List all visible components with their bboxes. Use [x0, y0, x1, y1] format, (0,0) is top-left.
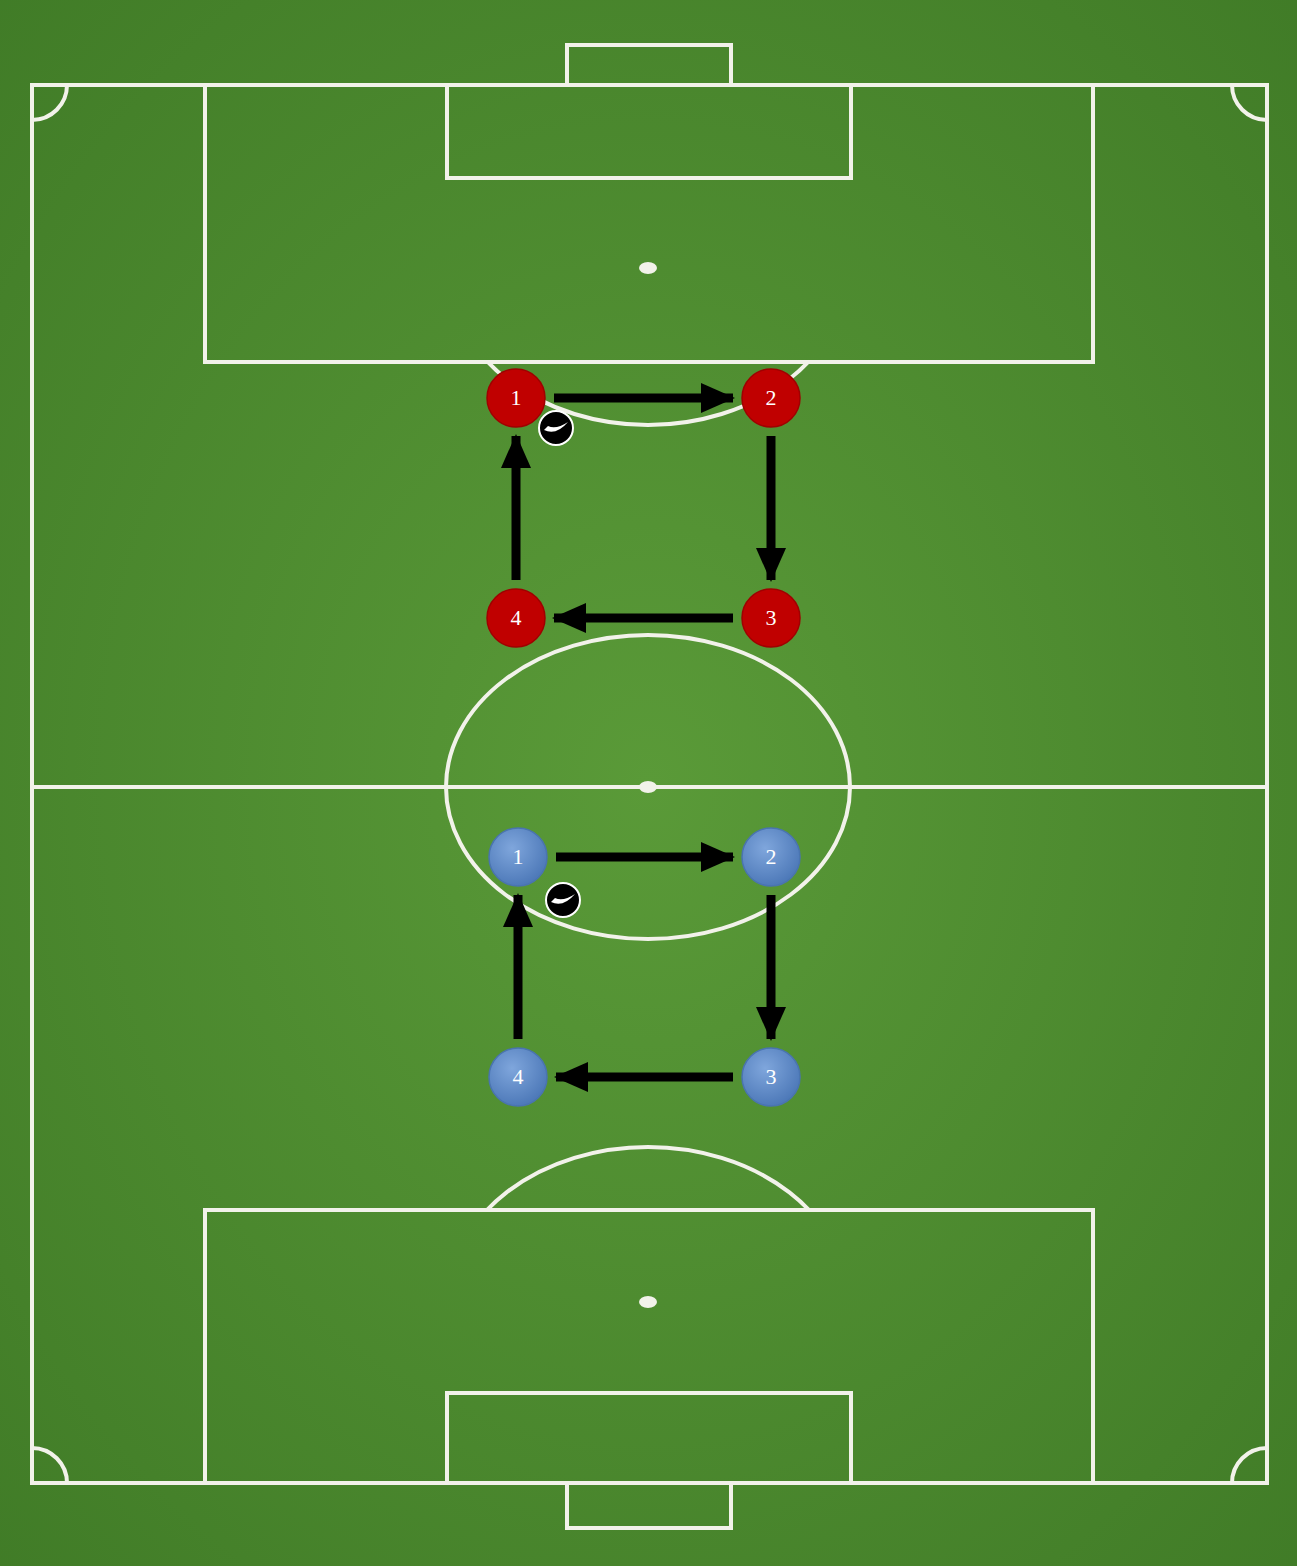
pass-arrow: [556, 853, 733, 862]
player-number: 3: [766, 1066, 777, 1088]
pitch-spots: [639, 262, 657, 1308]
pass-arrow: [514, 895, 523, 1039]
player-number: 1: [513, 846, 524, 868]
blue-player: 2: [741, 827, 801, 887]
pass-arrow: [556, 1073, 733, 1082]
player-number: 2: [766, 846, 777, 868]
ball-icon: [539, 411, 573, 445]
red-player: 3: [741, 588, 801, 648]
pass-arrow: [554, 614, 733, 623]
player-number: 2: [766, 387, 777, 409]
player-number: 1: [511, 387, 522, 409]
blue-player: 3: [741, 1047, 801, 1107]
blue-player: 1: [488, 827, 548, 887]
pitch-lines: [32, 45, 1267, 1528]
player-number: 3: [766, 607, 777, 629]
player-number: 4: [513, 1066, 524, 1088]
pass-arrow: [767, 436, 776, 580]
red-player: 2: [741, 368, 801, 428]
red-player: 1: [486, 368, 546, 428]
blue-player: 4: [488, 1047, 548, 1107]
pass-arrow: [767, 895, 776, 1039]
ball-icon: [546, 883, 580, 917]
player-number: 4: [511, 607, 522, 629]
pass-arrow: [512, 436, 521, 580]
red-player: 4: [486, 588, 546, 648]
pass-arrow: [554, 394, 733, 403]
